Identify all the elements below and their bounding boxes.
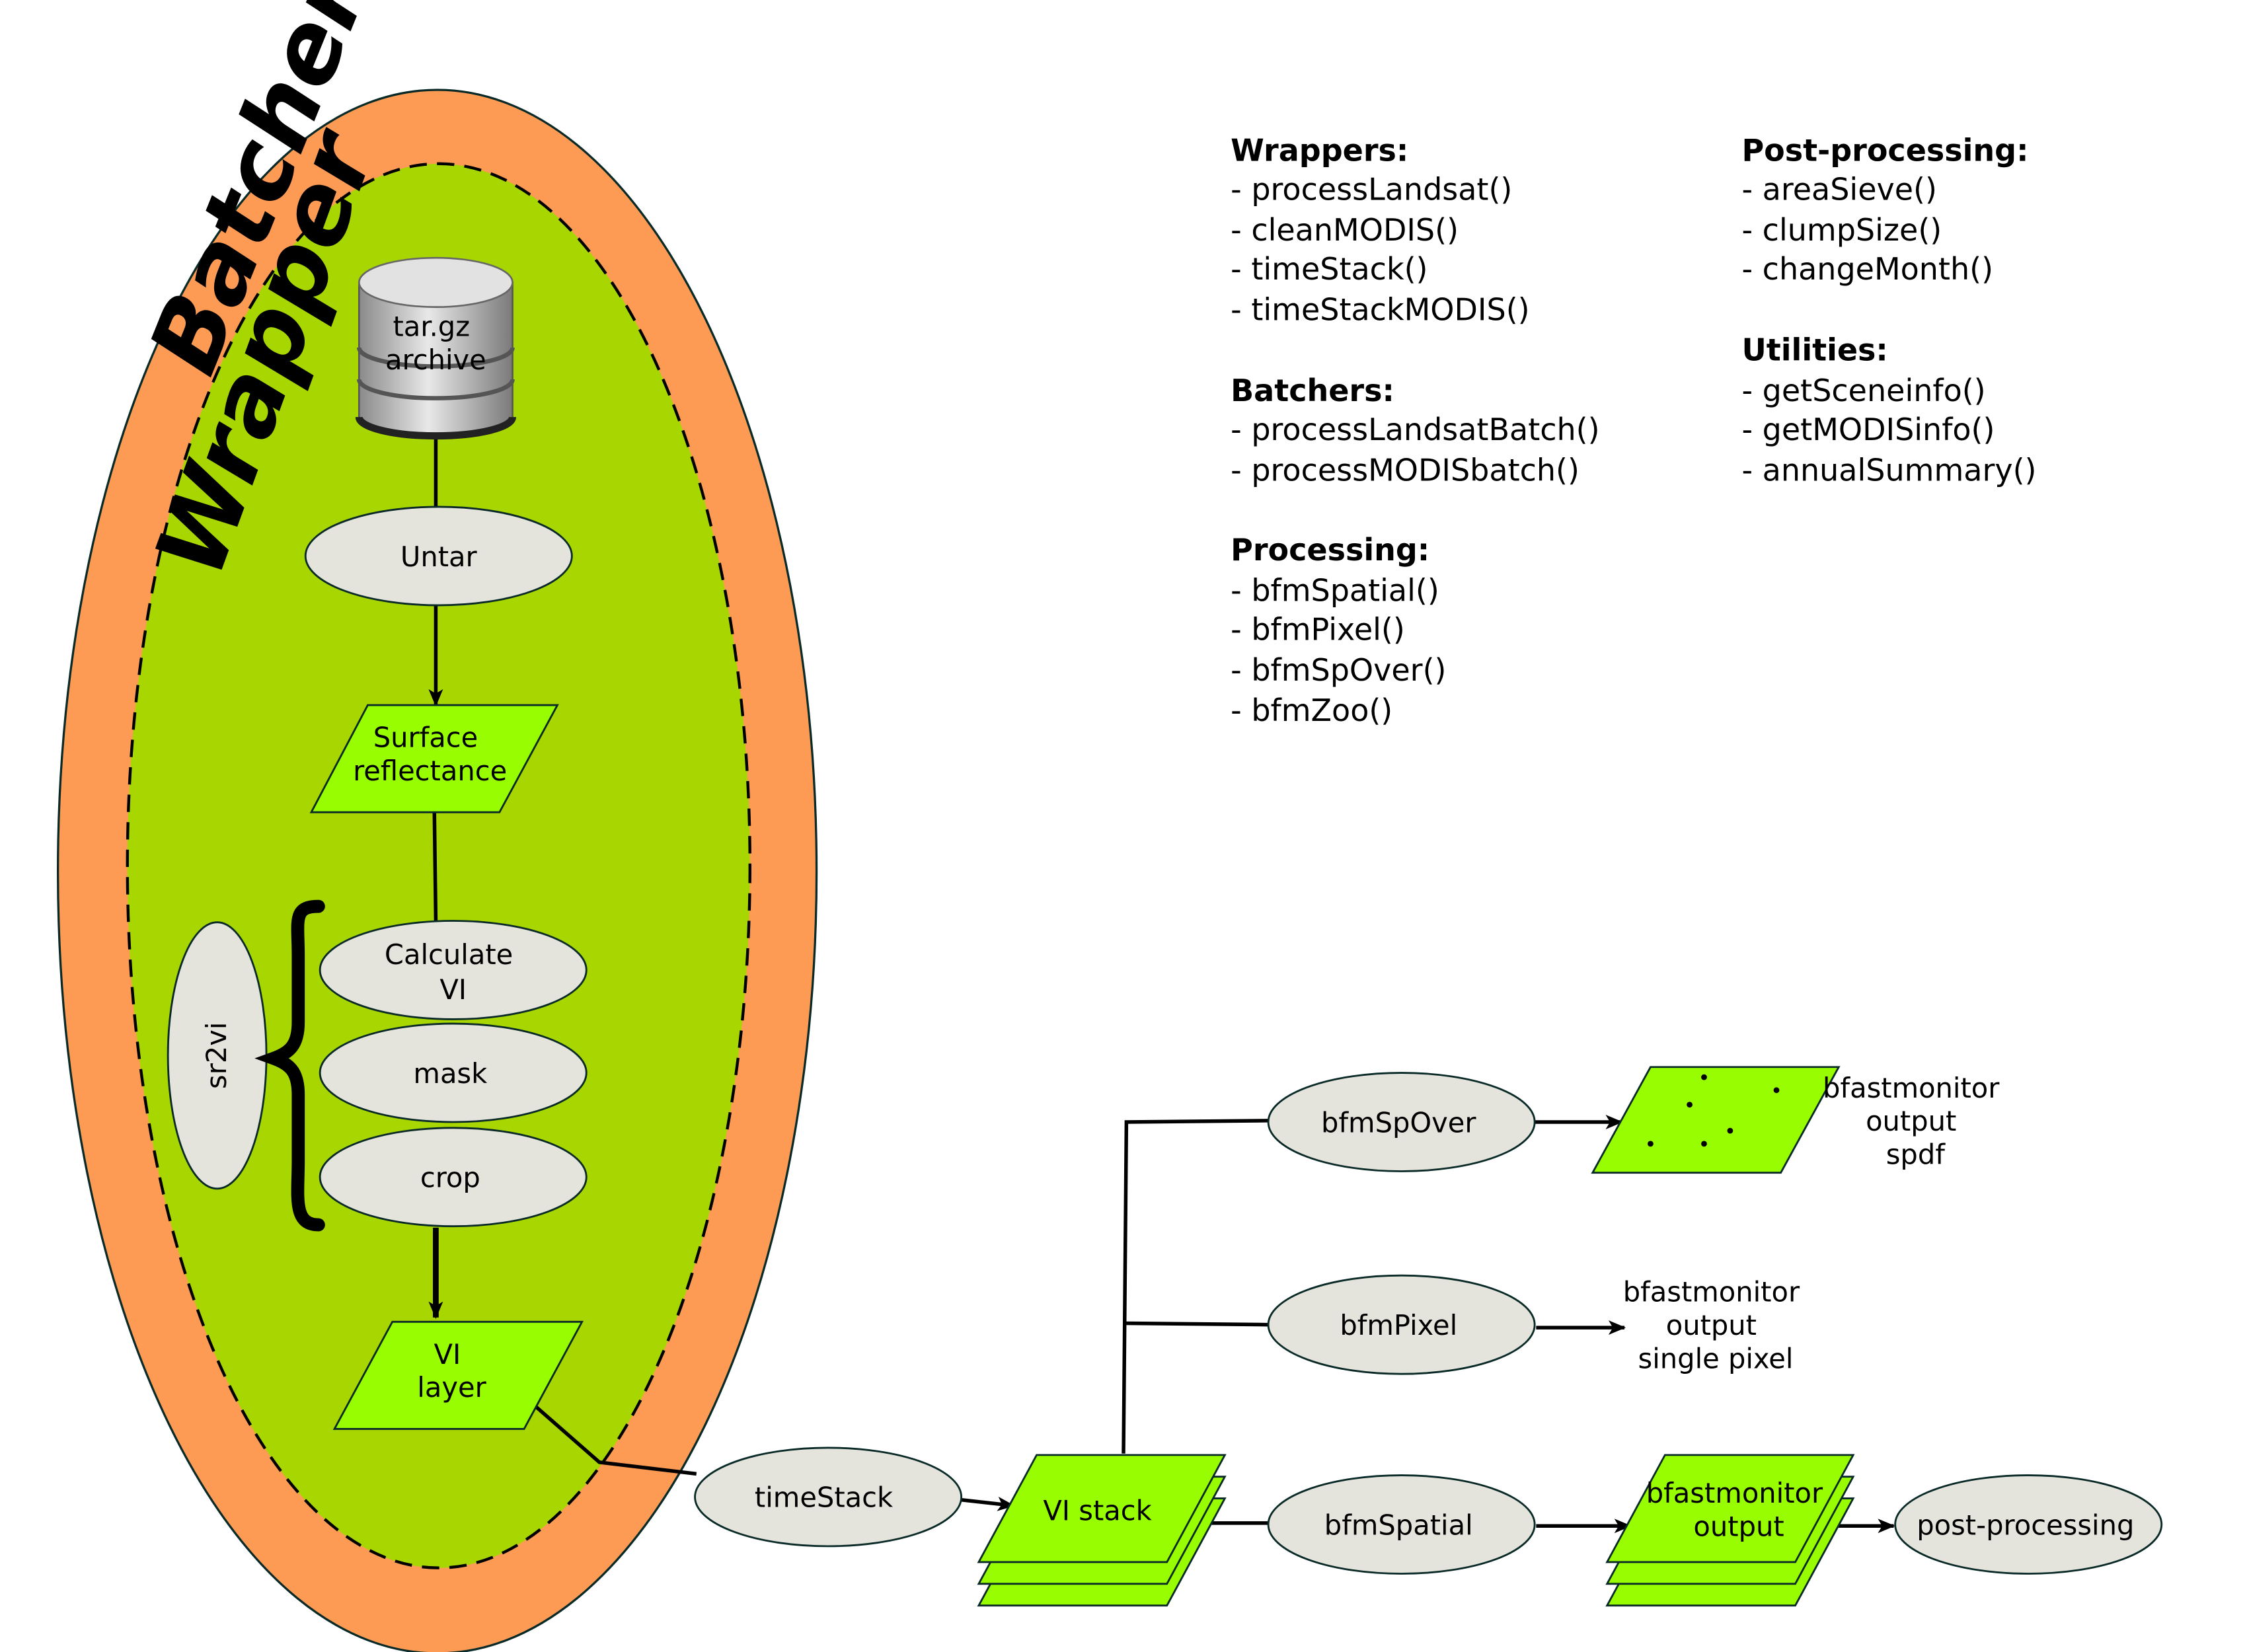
vi-stack-label: VI stack (1043, 1494, 1151, 1526)
spdf-point (1687, 1102, 1693, 1108)
list-item: - timeStackMODIS() (1231, 291, 1529, 327)
mask-label: mask (413, 1057, 487, 1090)
crop-label: crop (420, 1162, 480, 1194)
wrapper-container (126, 162, 751, 1569)
spdf-point (1648, 1141, 1654, 1147)
vi-layer-node: VI layer (332, 1320, 584, 1430)
vi-stack-node: VI stack (977, 1454, 1227, 1607)
curly-brace-icon (254, 899, 325, 1232)
calculate-vi-label: Calculate VI (385, 938, 522, 1006)
bfmspatial-label: bfmSpatial (1324, 1509, 1473, 1541)
post-processing-node: post-processing (1894, 1474, 2163, 1575)
list-item: - cleanMODIS() (1231, 212, 1459, 248)
bfmspover-node: bfmSpOver (1267, 1072, 1536, 1172)
spdf-point (1727, 1127, 1733, 1134)
crop-node: crop (319, 1127, 588, 1228)
calculate-vi-node: Calculate VI (319, 920, 588, 1020)
bfastmonitor-output-stack-node: bfastmonitor output (1605, 1454, 1855, 1607)
list-item: - clumpSize() (1741, 212, 1942, 248)
untar-label: Untar (400, 541, 478, 573)
list-item: - areaSieve() (1741, 172, 1937, 207)
archive-label: tar.gz archive (385, 310, 486, 375)
bfmspatial-node: bfmSpatial (1267, 1474, 1536, 1575)
post-processing-label: post-processing (1917, 1509, 2134, 1541)
list-item: - timeStack() (1231, 251, 1428, 287)
list-item: - changeMonth() (1741, 251, 1993, 287)
spdf-point (1701, 1141, 1707, 1147)
list-item: - processLandsat() (1231, 172, 1512, 207)
list-item: - getMODISinfo() (1741, 412, 1995, 447)
timestack-label: timeStack (755, 1482, 893, 1514)
function-list-batchers: Batchers: - processLandsatBatch() - proc… (1231, 373, 1599, 488)
utilities-heading: Utilities: (1741, 332, 1887, 368)
edge-vilayer-timestack (529, 1400, 697, 1476)
list-item: - getSceneinfo() (1741, 373, 1985, 408)
function-list-post-processing: Post-processing: - areaSieve() - clumpSi… (1741, 132, 2028, 287)
list-item: - bfmPixel() (1231, 611, 1405, 647)
spdf-point (1701, 1074, 1707, 1080)
mask-node: mask (319, 1022, 588, 1123)
database-icon (355, 256, 516, 440)
list-item: - bfmZoo() (1231, 693, 1392, 728)
edge-surface-calc (432, 810, 438, 921)
batchers-heading: Batchers: (1231, 373, 1394, 408)
sr2vi-node: sr2vi (167, 921, 268, 1190)
function-list-utilities: Utilities: - getSceneinfo() - getMODISin… (1741, 332, 2036, 488)
timestack-node: timeStack (694, 1446, 963, 1548)
wrappers-heading: Wrappers: (1231, 132, 1408, 168)
surface-reflectance-node: Surface reflectance (309, 704, 559, 813)
bfmspover-label: bfmSpOver (1321, 1106, 1476, 1139)
function-list-wrappers: Wrappers: - processLandsat() - cleanMODI… (1231, 132, 1529, 327)
list-item: - bfmSpOver() (1231, 652, 1446, 688)
vi-layer-label: VI layer (417, 1338, 486, 1404)
function-list-processing: Processing: - bfmSpatial() - bfmPixel() … (1231, 532, 1446, 728)
edge-timestack-vistack (961, 1496, 1015, 1511)
bfmpixel-label: bfmPixel (1340, 1309, 1457, 1341)
list-item: - processLandsatBatch() (1231, 412, 1599, 447)
processing-heading: Processing: (1231, 532, 1429, 568)
bfmpixel-node: bfmPixel (1267, 1274, 1536, 1375)
post-processing-heading: Post-processing: (1741, 132, 2028, 168)
list-item: - bfmSpatial() (1231, 572, 1439, 608)
sr2vi-label: sr2vi (200, 1022, 233, 1089)
spdf-point (1773, 1087, 1780, 1094)
edge-vistack-branch (1122, 1119, 1270, 1454)
pixel-output-label: bfastmonitor output single pixel (1623, 1276, 1809, 1375)
spdf-output-node (1591, 1066, 1841, 1174)
spdf-output-label: bfastmonitor output spdf (1823, 1072, 2008, 1171)
untar-node: Untar (304, 506, 573, 607)
edge-branch-bfmpixel (1126, 1321, 1270, 1327)
bfastmonitor-output-label: bfastmonitor output (1646, 1477, 1832, 1542)
list-item: - annualSummary() (1741, 453, 2036, 488)
list-item: - processMODISbatch() (1231, 453, 1580, 488)
surface-reflectance-label: Surface reflectance (353, 722, 507, 787)
